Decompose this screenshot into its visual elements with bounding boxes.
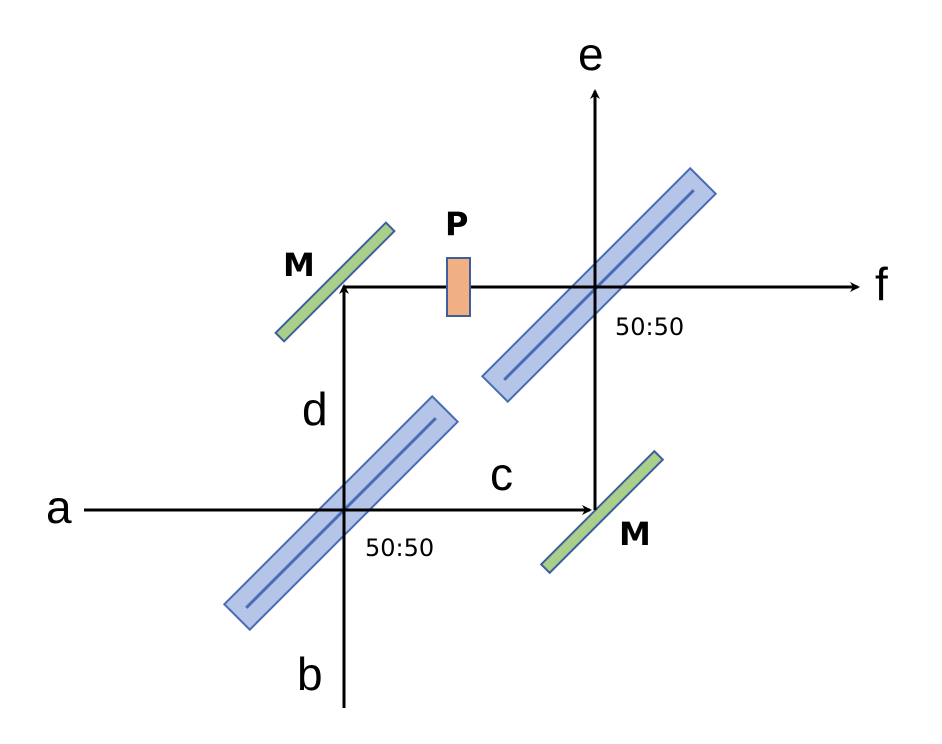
port-label-a: a <box>46 481 72 533</box>
lower-splitter-ratio: 50:50 <box>365 534 434 562</box>
lower-beam-splitter <box>222 394 460 632</box>
mirror-label-lower-right: M <box>619 515 651 553</box>
port-label-d: d <box>302 383 328 435</box>
phase-shifter-label: P <box>445 205 468 243</box>
port-label-f: f <box>875 258 888 310</box>
phase-shifter <box>446 257 471 317</box>
upper-beam-splitter-surface <box>503 189 695 381</box>
port-label-b: b <box>297 648 323 700</box>
port-label-c: c <box>490 448 513 500</box>
lower-beam-splitter-surface <box>245 417 437 609</box>
upper-beam-splitter <box>480 166 718 404</box>
port-label-e: e <box>578 28 604 80</box>
lower-right-mirror <box>539 449 665 575</box>
upper-splitter-ratio: 50:50 <box>615 313 684 341</box>
mirror-label-upper-left: M <box>283 246 315 284</box>
lower-right-mirror-body <box>539 449 665 575</box>
